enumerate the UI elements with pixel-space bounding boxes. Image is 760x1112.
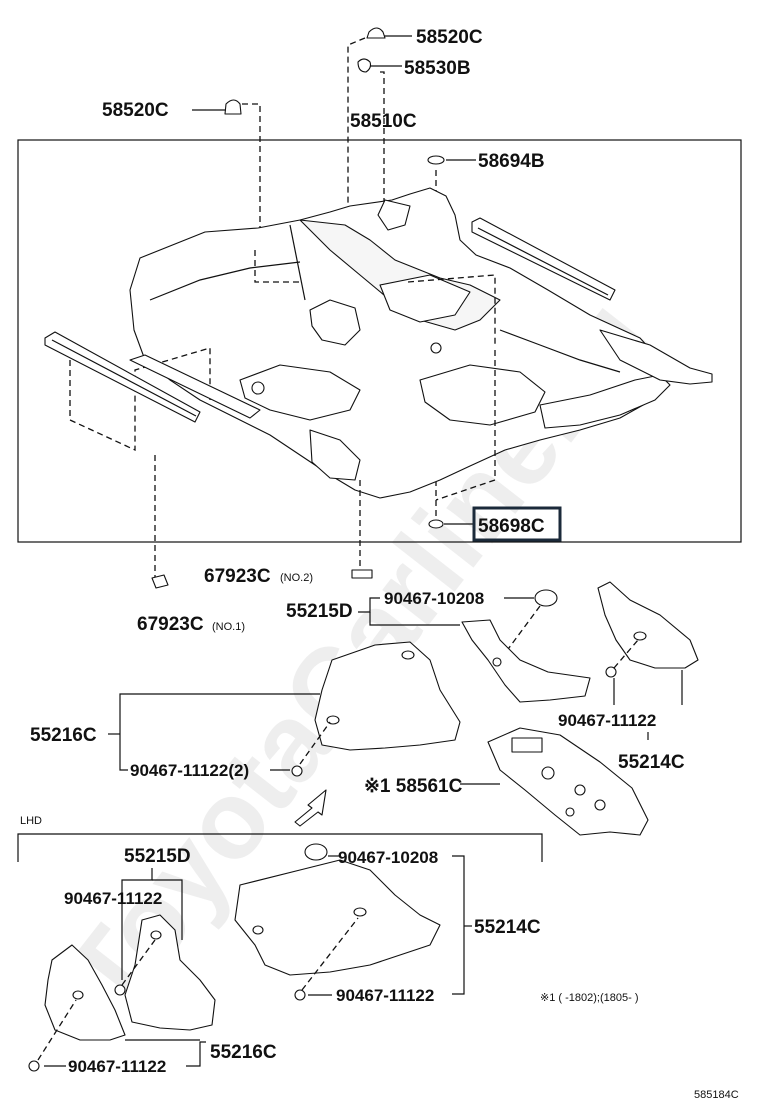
duct-55214c-a[interactable]	[597, 581, 699, 669]
label-90467-11122-c[interactable]: 90467-11122	[336, 986, 434, 1005]
clip-58694b[interactable]	[427, 155, 476, 165]
label-90467-11122-a[interactable]: 90467-11122	[558, 711, 656, 730]
clip-90467-10208-a[interactable]	[534, 589, 558, 607]
label-90467-10208-a[interactable]: 90467-10208	[384, 589, 484, 608]
screw-90467-11122-a[interactable]	[605, 666, 617, 678]
screw-90467-11122-b[interactable]	[114, 984, 126, 996]
label-67923c-no2[interactable]: 67923C	[204, 566, 271, 587]
clip-58698c[interactable]	[428, 519, 474, 529]
clip-58520c-left[interactable]	[192, 99, 242, 115]
label-67923c-no1-sub: (NO.1)	[212, 621, 245, 633]
duct-55214c-b[interactable]	[234, 859, 441, 976]
label-58561c[interactable]: ※1 58561C	[364, 776, 463, 797]
label-55216c-a[interactable]: 55216C	[30, 725, 97, 746]
label-55216c-b[interactable]: 55216C	[210, 1042, 277, 1063]
highlight-box-58698c[interactable]	[472, 506, 562, 542]
label-58530b[interactable]: 58530B	[404, 58, 471, 79]
clip-58530b[interactable]	[357, 58, 402, 73]
label-90467-11122-2[interactable]: 90467-11122(2)	[130, 761, 249, 780]
label-lhd: LHD	[20, 815, 42, 827]
label-58698c[interactable]: 58698C	[478, 516, 545, 537]
duct-55216c-a[interactable]	[314, 641, 461, 751]
clip-67923c-no2[interactable]	[351, 569, 373, 579]
duct-55215d-a[interactable]	[461, 619, 591, 703]
clip-90467-10208-b[interactable]	[304, 843, 328, 861]
label-58520c-top[interactable]: 58520C	[416, 27, 483, 48]
label-67923c-no2-sub: (NO.2)	[280, 572, 313, 584]
label-55214c-a[interactable]: 55214C	[618, 752, 685, 773]
label-90467-10208-b[interactable]: 90467-10208	[338, 848, 438, 867]
left-sill-strip[interactable]	[44, 331, 261, 423]
label-67923c-no1[interactable]: 67923C	[137, 614, 204, 635]
main-frame	[17, 139, 742, 543]
screw-90467-11122-2[interactable]	[291, 765, 303, 777]
footnote: ※1 ( -1802);(1805- )	[540, 992, 638, 1004]
label-90467-11122-b[interactable]: 90467-11122	[64, 889, 162, 908]
duct-55215d-b[interactable]	[124, 914, 216, 1031]
screw-90467-11122-c[interactable]	[294, 989, 306, 1001]
label-55214c-b[interactable]: 55214C	[474, 917, 541, 938]
label-58694b[interactable]: 58694B	[478, 151, 545, 172]
right-rear-extension[interactable]	[599, 329, 713, 385]
right-sill-strip[interactable]	[471, 217, 616, 301]
clip-58520c-top[interactable]	[366, 27, 412, 39]
label-90467-11122-d[interactable]: 90467-11122	[68, 1057, 166, 1076]
clip-67923c-no1[interactable]	[151, 574, 169, 589]
label-55215d-b[interactable]: 55215D	[124, 846, 191, 867]
label-58520c-left[interactable]: 58520C	[102, 100, 169, 121]
screw-90467-11122-d[interactable]	[28, 1060, 40, 1072]
diagram-code: 585184C	[694, 1089, 739, 1101]
label-55215d-a[interactable]: 55215D	[286, 601, 353, 622]
lhd-bracket	[17, 833, 543, 862]
up-arrow-icon	[294, 789, 327, 827]
tray-58561c[interactable]	[487, 727, 649, 836]
